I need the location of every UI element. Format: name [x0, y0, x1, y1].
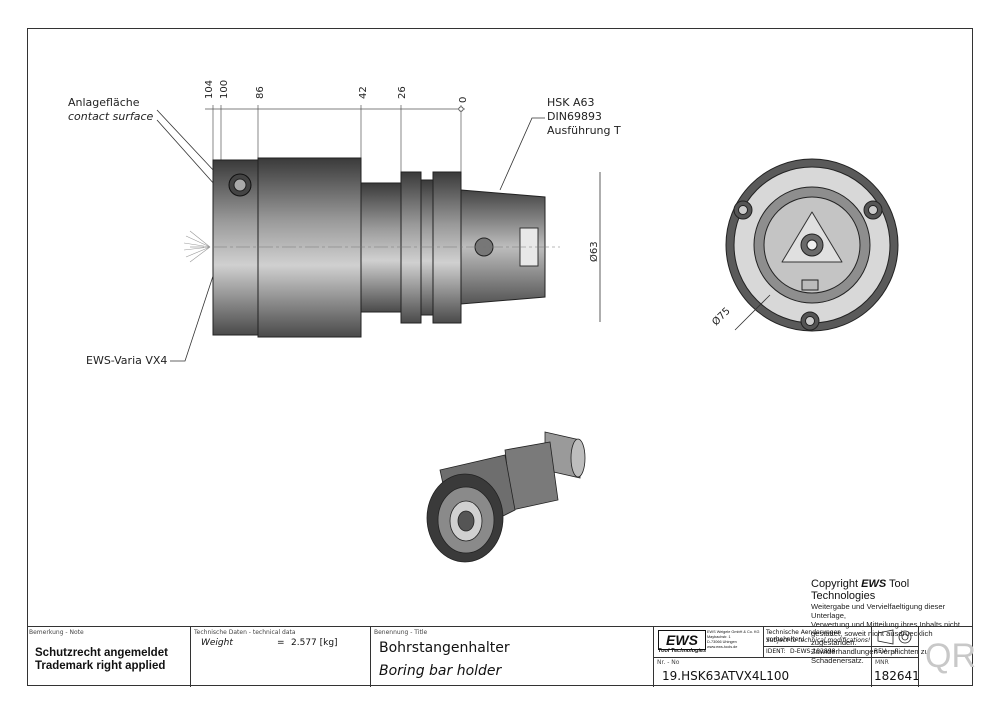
weight-eq: = [277, 638, 285, 648]
title-cell: Benennung - Title Bohrstangenhalter Bori… [370, 627, 653, 687]
copyright-line: Weitergabe und Vervielfaeltigung dieser … [811, 602, 946, 620]
dim-86: 86 [255, 86, 266, 99]
qr-cell: QR [918, 627, 976, 687]
end-view [725, 158, 899, 332]
tech-data-cell: Technische Daten - technical data Weight… [190, 627, 370, 687]
callout-hsk-line2: DIN69893 [547, 110, 602, 123]
weight-label: Weight [201, 638, 233, 648]
dim-diameter-63: Ø63 [588, 241, 600, 262]
part-number: 19.HSK63ATVX4L100 [662, 669, 790, 683]
projection-symbol-icon [877, 629, 912, 645]
dim-0: 0 [458, 97, 469, 103]
isometric-view [426, 431, 586, 563]
qr-code: QR [925, 637, 976, 675]
company-address: EWS Weigele GmbH & Co. KG Maybachstr. 1 … [707, 630, 760, 649]
projection-cell: REV: -/- [871, 627, 919, 657]
note-line1: Schutzrecht angemeldet [35, 647, 168, 659]
note-cell: Bemerkung - Note Schutzrecht angemeldet … [27, 627, 190, 687]
mnr-label: MNR [875, 659, 889, 666]
drawing-frame [27, 28, 973, 686]
change-de: Technische Aenderungen vorbehalten! [766, 629, 842, 643]
part-number-cell: Nr. - No 19.HSK63ATVX4L100 [653, 657, 871, 687]
tech-label: Technische Daten - technical data [194, 629, 296, 636]
title-de: Bohrstangenhalter [379, 640, 510, 656]
dim-100: 100 [219, 80, 230, 99]
copyright-line: Verwertung und Mitteilung ihres Inhalts … [811, 620, 961, 629]
title-en: Boring bar holder [379, 663, 502, 679]
mnr-value: 182641 [874, 669, 920, 683]
weight-value: 2.577 [kg] [291, 638, 338, 648]
change-cell: Technische Aenderungen vorbehalten! Subj… [763, 627, 872, 657]
ident-label: IDENT: [766, 648, 786, 655]
ident-value: D-EWS-182898 [790, 648, 836, 655]
change-en: Subject to technical modifications! [766, 637, 871, 644]
callout-contact-en: contact surface [68, 110, 154, 123]
side-view [212, 157, 546, 338]
nr-label: Nr. - No [657, 659, 680, 666]
note-label: Bemerkung - Note [29, 629, 84, 636]
callout-contact-de: Anlagefläche [68, 96, 140, 109]
logo-sub: Tool Technologies [658, 648, 707, 654]
callout-hsk-line3: Ausführung T [547, 124, 621, 137]
note-line2: Trademark right applied [35, 660, 166, 672]
title-label: Benennung - Title [374, 629, 428, 636]
dim-104: 104 [204, 80, 215, 99]
mnr-cell: MNR 182641 [871, 657, 920, 687]
title-block: Bemerkung - Note Schutzrecht angemeldet … [27, 626, 976, 687]
rev-value: -/- [892, 648, 899, 655]
dim-26: 26 [397, 86, 408, 99]
callout-hsk-line1: HSK A63 [547, 96, 595, 109]
ews-logo: EWS [658, 630, 706, 650]
dim-diameter-75: Ø75 [710, 305, 733, 328]
copyright-title: Copyright EWS Tool Technologies [811, 578, 910, 602]
callout-varia: EWS-Varia VX4 [86, 354, 168, 367]
rev-label: REV: [874, 648, 888, 655]
copyright-line: Zuwiderhandlungen verpflichten zu Schade… [811, 647, 929, 665]
company-cell: EWS Tool Technologies EWS Weigele GmbH &… [653, 627, 763, 657]
dim-42: 42 [358, 86, 369, 99]
